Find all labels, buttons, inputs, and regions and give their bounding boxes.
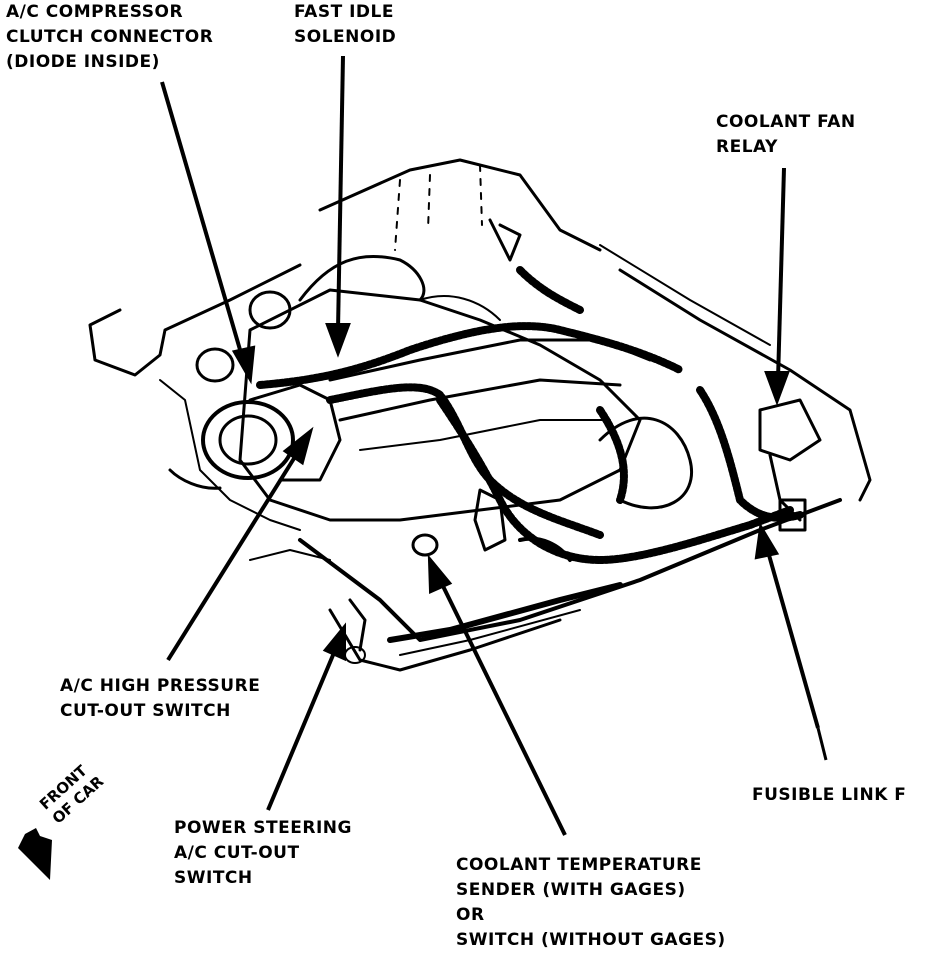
ac-compressor-body [201,400,295,480]
arrowhead-fast-idle [325,323,351,358]
fender-outline [88,263,302,377]
front-arrow-icon [18,828,52,880]
arrowhead-power-steering [322,622,346,662]
label-ac-high-pressure-switch: A/C HIGH PRESSURE CUT-OUT SWITCH [60,674,260,724]
label-line: FUSIBLE LINK F [752,785,907,805]
label-fast-idle-solenoid: FAST IDLE SOLENOID [294,0,396,50]
arrowhead-fusible-link [754,522,780,560]
label-coolant-fan-relay: COOLANT FAN RELAY [716,110,856,160]
label-line: A/C COMPRESSOR [6,2,184,22]
label-line: CLUTCH CONNECTOR [6,27,214,47]
label-line: POWER STEERING [174,818,352,838]
label-line: SWITCH [174,868,253,888]
right-fender [618,268,872,502]
label-line: RELAY [716,137,778,157]
label-line: (DIODE INSIDE) [6,52,160,72]
label-line: SOLENOID [294,27,397,47]
label-line: SWITCH (WITHOUT GAGES) [456,930,726,950]
label-line: COOLANT TEMPERATURE [456,855,702,875]
leader-ac-compressor [160,81,245,361]
leader-power-steering [266,647,338,811]
leader-ac-high-pressure [166,450,300,662]
label-coolant-temperature-sender: COOLANT TEMPERATURE SENDER (WITH GAGES) … [456,853,726,953]
label-fusible-link-f: FUSIBLE LINK F [752,783,906,808]
label-line: SENDER (WITH GAGES) [456,880,686,900]
firewall [318,158,602,252]
hood-edge [599,244,771,346]
leader-fast-idle [336,55,345,331]
label-line: FAST IDLE [294,2,394,22]
label-ac-compressor-clutch-connector: A/C COMPRESSOR CLUTCH CONNECTOR (DIODE I… [6,0,213,75]
arrowhead-ac-high-pressure [282,426,314,466]
label-line: COOLANT FAN [716,112,856,132]
arrowhead-coolant-fan [764,371,790,406]
wiring-harness [256,266,804,564]
leader-coolant-temp [438,579,567,836]
leader-fusible-link [765,547,820,729]
label-line: OR [456,905,485,925]
leader-lines [160,55,828,836]
label-power-steering-switch: POWER STEERING A/C CUT-OUT SWITCH [174,816,352,891]
label-line: CUT-OUT SWITCH [60,701,231,721]
label-line: A/C CUT-OUT [174,843,300,863]
arrowhead-coolant-temp [427,554,453,595]
label-line: A/C HIGH PRESSURE [60,676,261,696]
arrowhead-ac-compressor [231,345,256,385]
leader-coolant-fan [776,167,786,381]
